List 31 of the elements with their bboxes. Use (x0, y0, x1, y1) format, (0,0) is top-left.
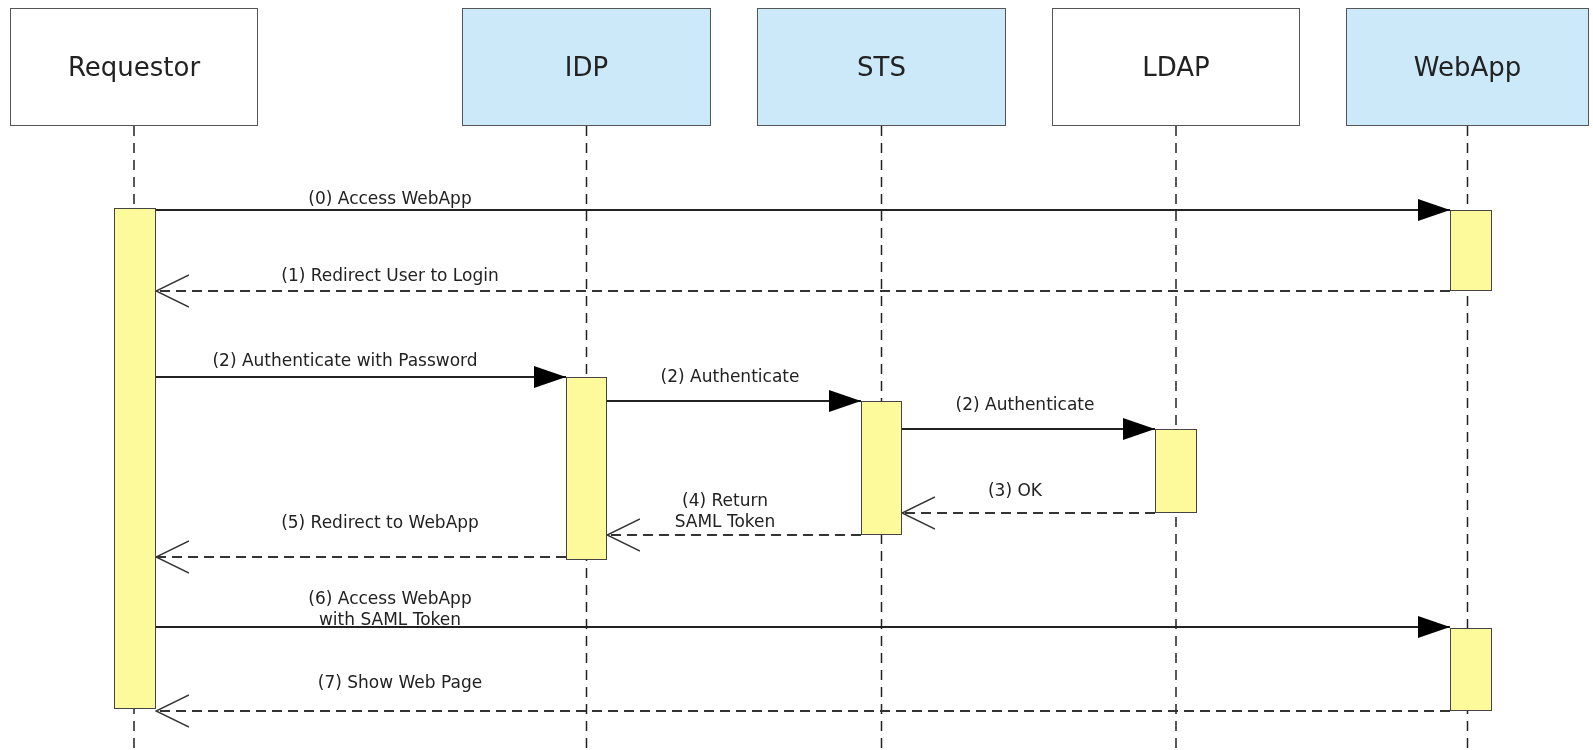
message-label: (7) Show Web Page (316, 672, 484, 693)
message-label: (2) Authenticate (659, 366, 801, 387)
participant-box: LDAP (1052, 8, 1300, 126)
return-arrow (155, 694, 1451, 728)
message-label: (0) Access WebApp (307, 188, 473, 209)
message-arrow (901, 418, 1156, 440)
return-arrow (901, 496, 1156, 530)
return-arrow (155, 540, 567, 574)
activation-bar (1450, 628, 1492, 711)
message-arrow (155, 199, 1451, 221)
activation-bar (114, 208, 156, 709)
activation-bar (1450, 210, 1492, 291)
return-arrow (606, 518, 862, 552)
message-arrow (155, 366, 567, 388)
participant-box: WebApp (1346, 8, 1589, 126)
message-label: (6) Access WebApp with SAML Token (307, 588, 473, 630)
message-label: (5) Redirect to WebApp (280, 512, 480, 533)
message-arrow (606, 390, 862, 412)
message-label: (2) Authenticate with Password (211, 350, 479, 371)
activation-bar (861, 401, 902, 535)
return-arrow (155, 274, 1451, 308)
activation-bar (1155, 429, 1197, 513)
participant-box: Requestor (10, 8, 258, 126)
message-label: (3) OK (987, 480, 1043, 501)
participant-box: STS (757, 8, 1006, 126)
participant-box: IDP (462, 8, 711, 126)
message-arrow (155, 616, 1451, 638)
message-label: (1) Redirect User to Login (280, 265, 500, 286)
activation-bar (566, 377, 607, 560)
message-label: (4) Return SAML Token (673, 490, 777, 532)
message-label: (2) Authenticate (954, 394, 1096, 415)
